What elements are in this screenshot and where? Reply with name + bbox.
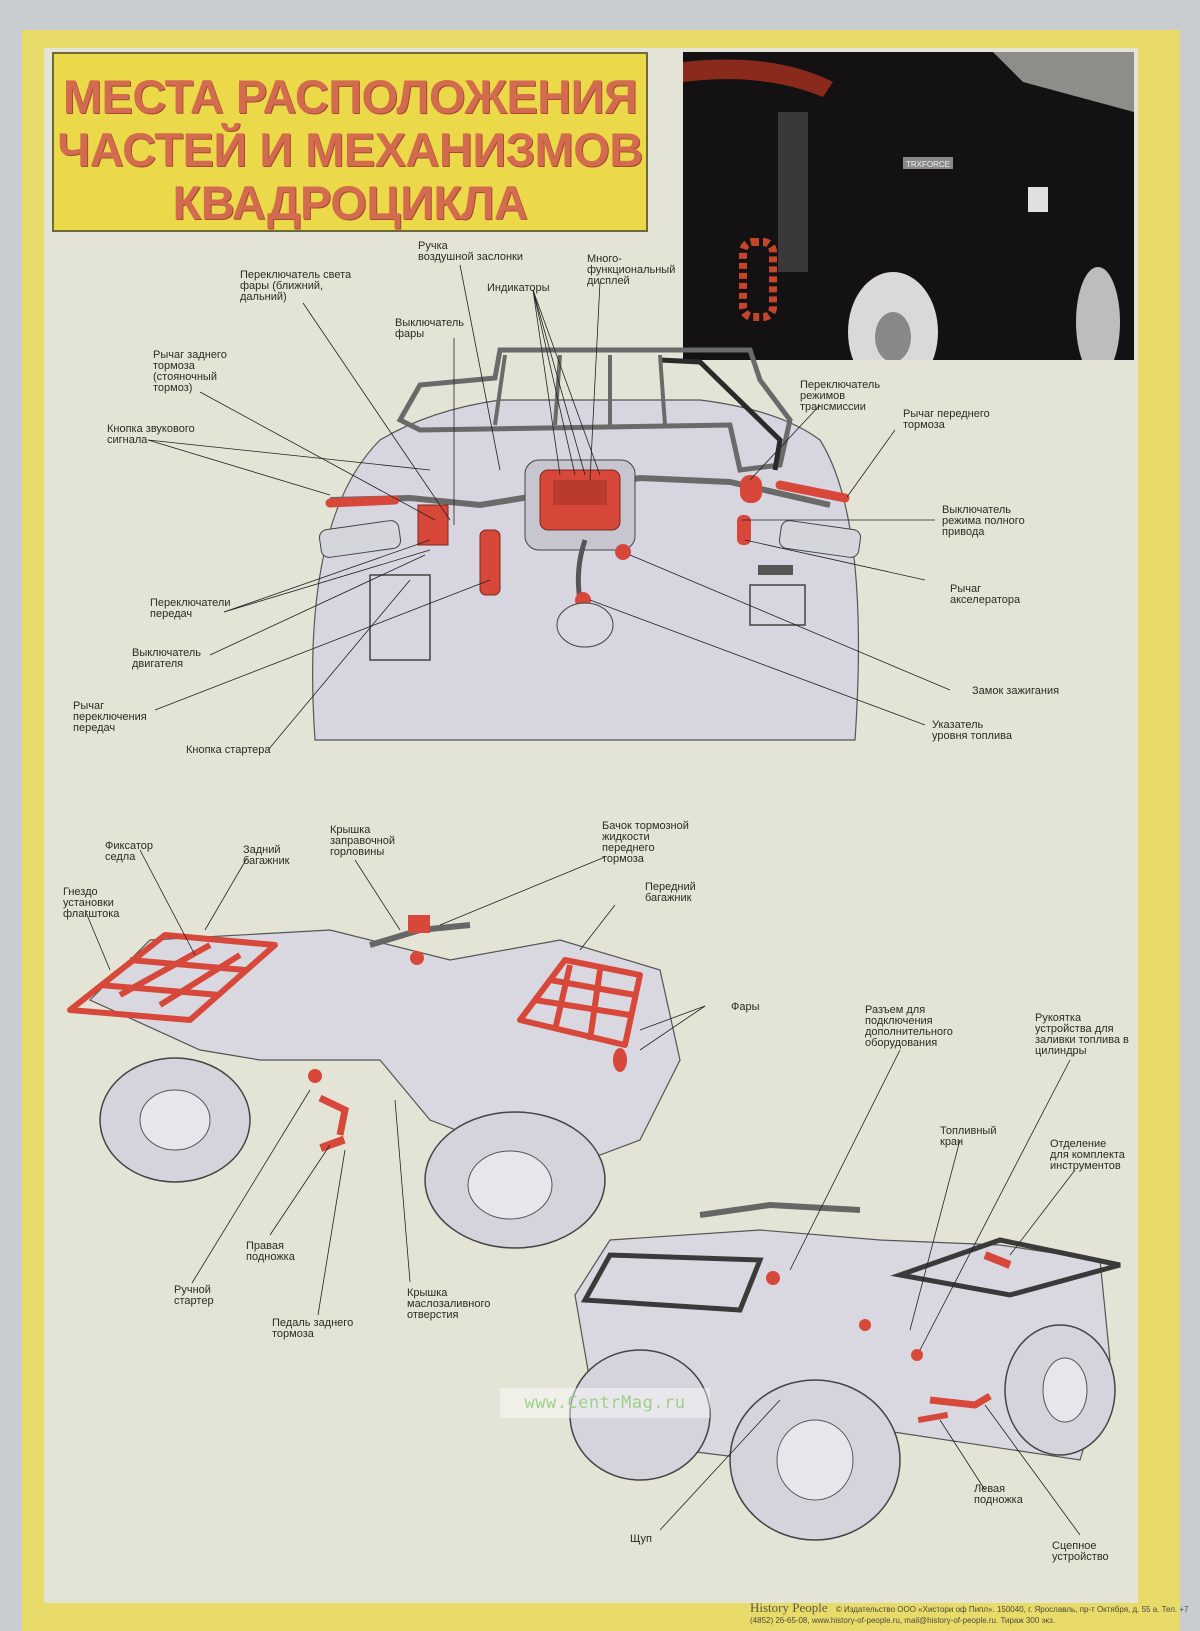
label-fuel-gauge: Указатель уровня топлива <box>932 719 1012 742</box>
label-dipstick: Щуп <box>630 1533 653 1545</box>
label-accessory-socket: Разъем для подключения дополнительного о… <box>865 1004 953 1049</box>
rear-view-drawing <box>67 849 706 1316</box>
label-front-brake-lever: Рычаг переднего тормоза <box>903 408 990 431</box>
title-line-3: КВАДРОЦИКЛА <box>172 176 528 229</box>
label-rear-brake-pedal: Педаль заднего тормоза <box>272 1317 354 1340</box>
label-headlight-dimmer-switch: Переключатель света фары (ближний, дальн… <box>240 269 352 303</box>
front-view-drawing <box>569 1049 1121 1541</box>
label-throttle-lever: Рычаг акселератора <box>950 583 1021 606</box>
label-seat-lock: Фиксатор седла <box>105 840 153 863</box>
label-trailer-hitch: Сцепное устройство <box>1052 1540 1109 1563</box>
label-flag-pole-socket: Гнездо установки флагштока <box>63 886 120 920</box>
label-fuel-filler-cap: Крышка заправочной горловины <box>330 824 396 858</box>
label-engine-stop-switch: Выключатель двигателя <box>132 647 202 670</box>
poster-footer: History People © Издательство ООО «Хисто… <box>750 1600 1200 1625</box>
label-oil-filler-cap: Крышка маслозаливного отверстия <box>407 1287 491 1321</box>
label-gear-switches: Переключатели передач <box>150 597 231 620</box>
label-tool-kit-compartment: Отделение для комплекта инструментов <box>1050 1138 1125 1172</box>
label-horn-button: Кнопка звукового сигнала <box>107 423 195 446</box>
label-right-footrest: Правая подножка <box>246 1240 295 1263</box>
label-indicators: Индикаторы <box>487 282 550 294</box>
label-front-brake-fluid-reservoir: Бачок тормозной жидкости переднего тормо… <box>602 820 689 865</box>
atv-photo: TRXFORCE <box>683 52 1134 360</box>
label-transmission-mode-switch: Переключатель режимов трансмиссии <box>800 379 881 413</box>
label-primer-handle: Рукоятка устройства для заливки топлива … <box>1035 1012 1129 1057</box>
label-4wd-switch: Выключатель режима полного привода <box>942 504 1025 538</box>
label-multifunction-display: Много- функциональный дисплей <box>587 253 676 287</box>
label-recoil-starter: Ручной стартер <box>174 1284 214 1307</box>
label-choke-knob: Ручка воздушной заслонки <box>418 240 524 263</box>
label-headlight-switch: Выключатель фары <box>395 317 465 340</box>
label-fuel-valve: Топливный кран <box>940 1125 997 1148</box>
label-left-footrest: Левая подножка <box>974 1483 1023 1506</box>
watermark: www.CentrMag.ru <box>500 1388 710 1418</box>
label-rear-rack: Задний багажник <box>243 844 290 867</box>
label-gear-shift-lever: Рычаг переключения передач <box>73 700 147 734</box>
publisher-imprint: © Издательство ООО «Хистори оф Пипл». 15… <box>750 1605 1189 1625</box>
label-front-rack: Передний багажник <box>645 881 696 904</box>
photo-badge: TRXFORCE <box>906 160 950 169</box>
label-ignition-switch: Замок зажигания <box>972 685 1060 697</box>
title-line-2: ЧАСТЕЙ И МЕХАНИЗМОВ <box>57 123 643 176</box>
label-starter-button: Кнопка стартера <box>186 744 271 756</box>
label-headlights: Фары <box>731 1001 760 1013</box>
title-line-1: МЕСТА РАСПОЛОЖЕНИЯ <box>62 70 638 123</box>
poster-title-box: МЕСТА РАСПОЛОЖЕНИЯ ЧАСТЕЙ И МЕХАНИЗМОВ К… <box>52 52 648 232</box>
publisher-logo: History People <box>750 1600 828 1615</box>
dashboard-drawing <box>147 264 951 751</box>
label-rear-brake-lever: Рычаг заднего тормоза (стояночный тормоз… <box>153 349 227 394</box>
